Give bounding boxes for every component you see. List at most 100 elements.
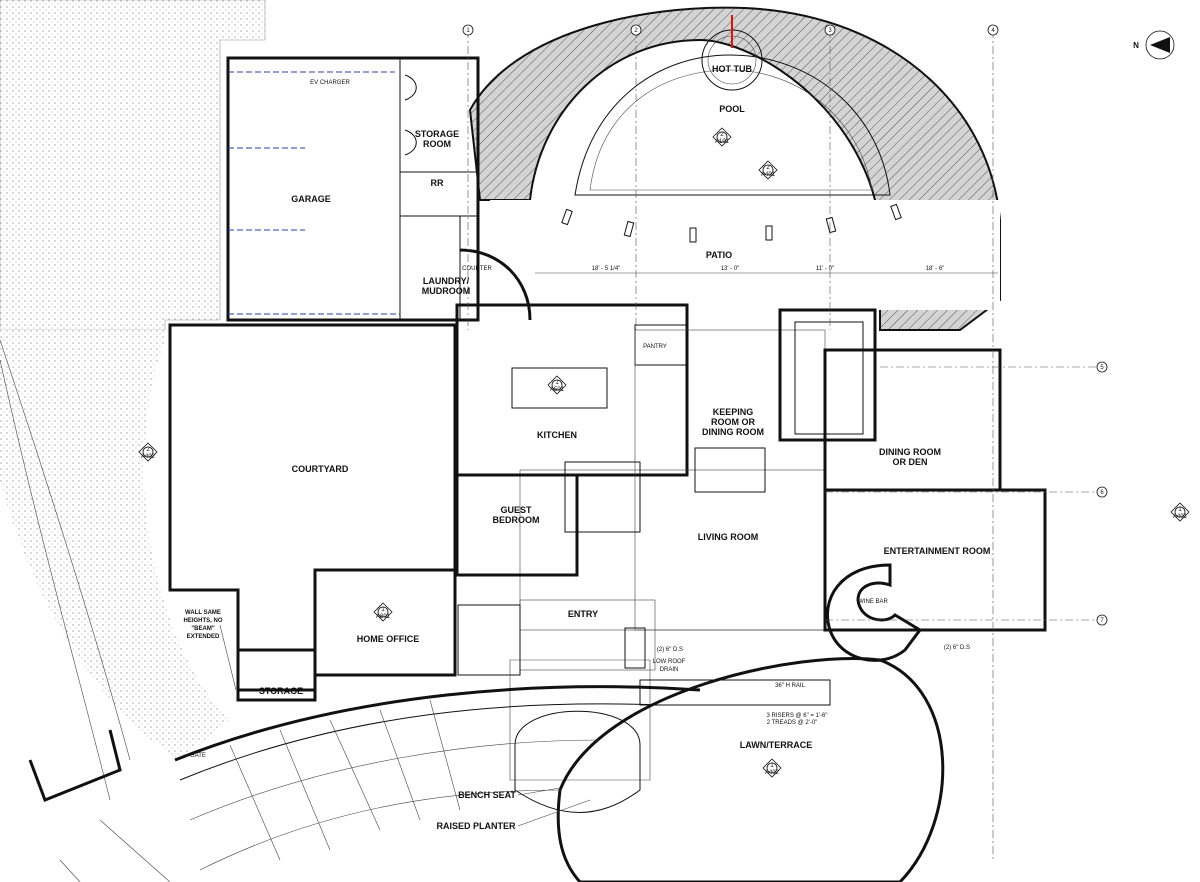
kitchen-room [455, 303, 689, 477]
patio-area [490, 200, 1000, 310]
svg-text:2: 2 [720, 132, 724, 138]
room-label-storage-room-1: STORAGE [415, 129, 459, 139]
svg-text:A101: A101 [715, 139, 730, 145]
front-walk [509, 659, 651, 781]
living-tile-floor [519, 469, 826, 631]
dimension-3: 11' - 0" [816, 266, 834, 272]
terrace-steps [639, 679, 831, 706]
room-label-kitchen: KITCHEN [537, 430, 577, 440]
guest-bath [564, 461, 641, 533]
dimension-2: 13' - 0" [721, 266, 740, 272]
svg-text:A402: A402 [765, 770, 780, 776]
drive-band-4 [199, 789, 561, 871]
room-label-living: LIVING ROOM [698, 532, 759, 542]
room-label-guest-1: GUEST [500, 505, 532, 515]
home-office [313, 568, 457, 677]
room-label-laundry-1: LAUNDRY/ [423, 276, 470, 286]
keeping-tile-floor [634, 329, 826, 631]
keeping-counter [694, 447, 766, 493]
note-low-roof-2: DRAIN [660, 667, 679, 673]
note-ds-2: (2) 6" D.S [944, 645, 970, 651]
entertainment-floor [823, 488, 1047, 632]
room-label-entertainment: ENTERTAINMENT ROOM [884, 546, 991, 556]
wine-bar-curve [826, 563, 923, 662]
dining-room-floor [823, 348, 1002, 492]
svg-text:1: 1 [770, 763, 774, 769]
site-stipple-left [0, 330, 230, 760]
grid-label-7: 7 [1100, 618, 1104, 624]
grid-bubbles [462, 24, 1108, 626]
note-rail: 36" H RAIL [775, 683, 805, 689]
svg-text:1: 1 [1178, 507, 1182, 513]
room-label-storage-small: STORAGE [259, 686, 303, 696]
grid-lines [467, 30, 1100, 860]
svg-text:A801: A801 [376, 614, 391, 620]
stair-inner [794, 321, 864, 435]
room-label-laundry-2: MUDROOM [422, 286, 471, 296]
room-label-keeping-3: DINING ROOM [702, 427, 764, 437]
grid-label-1: 1 [466, 28, 470, 34]
svg-text:1: 1 [381, 607, 385, 613]
room-label-pantry: PANTRY [643, 344, 667, 350]
pool-inner [589, 69, 873, 191]
drive-band-3 [189, 739, 601, 821]
room-label-dining-2: OR DEN [892, 457, 927, 467]
drive-band-1 [174, 685, 701, 762]
grid-label-6: 6 [1100, 490, 1104, 496]
driveway-curve-2 [0, 359, 111, 801]
room-label-garage: GARAGE [291, 194, 331, 204]
drive-band-2 [179, 703, 661, 781]
laundry-room [399, 215, 461, 321]
leader-wall-note [219, 624, 237, 691]
dimension-4: 18' - 6" [926, 266, 945, 272]
note-counter: COUNTER [462, 266, 492, 272]
note-ds-1: (2) 6" D.S [657, 647, 683, 653]
room-label-hot-tub: HOT TUB [712, 64, 752, 74]
pool-outline [574, 54, 891, 196]
note-treads: 2 TREADS @ 2'-0" [767, 720, 818, 726]
note-wall-2: HEIGHTS, NO [183, 618, 222, 624]
storage-small-room [236, 648, 317, 702]
room-label-keeping-2: ROOM OR [711, 417, 755, 427]
svg-text:1: 1 [555, 380, 559, 386]
note-ev-charger: EV CHARGER [310, 80, 350, 86]
gate-wall [28, 729, 122, 802]
note-bench-seat: BENCH SEAT [458, 790, 516, 800]
svg-text:A401: A401 [1173, 514, 1188, 520]
lawn-terrace-hatch [556, 657, 945, 882]
note-wall-3: "BEAM" [191, 626, 215, 632]
drive-dividers [59, 699, 461, 882]
stair-box [778, 308, 877, 442]
svg-text:2: 2 [146, 447, 150, 453]
leader-bench-seat [517, 787, 561, 796]
room-label-entry: ENTRY [568, 609, 598, 619]
svg-text:N: N [1133, 41, 1139, 50]
counter-curve [459, 248, 532, 321]
svg-text:2: 2 [766, 165, 770, 171]
driveway-curve [0, 339, 131, 761]
kitchen-island [511, 367, 608, 409]
svg-text:A402: A402 [141, 454, 156, 460]
room-label-wine-bar: WINE BAR [858, 599, 888, 605]
storage-doors [404, 74, 417, 156]
leader-raised-planter [517, 799, 591, 827]
note-low-roof-1: LOW ROOF [653, 659, 686, 665]
grid-label-5: 5 [1100, 365, 1104, 371]
room-label-keeping-1: KEEPING [713, 407, 754, 417]
svg-text:A401: A401 [761, 172, 776, 178]
note-raised-planter: RAISED PLANTER [436, 821, 516, 831]
dimension-1: 18' - 5 1/4" [592, 266, 621, 272]
raised-planter [514, 710, 641, 813]
note-gate: GATE [190, 753, 206, 759]
room-label-home-office: HOME OFFICE [357, 634, 420, 644]
note-wall-4: EXTENDED [187, 634, 220, 640]
room-label-storage-room-2: ROOM [423, 139, 451, 149]
